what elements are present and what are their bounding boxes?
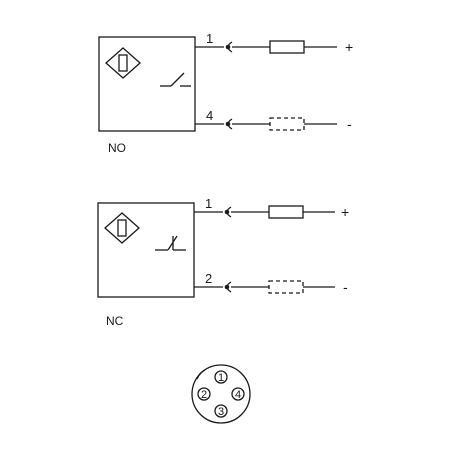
- connector-pin-2: 2: [197, 387, 211, 401]
- pin-number: 2: [201, 389, 207, 401]
- inductive-sensor-icon: [105, 47, 141, 79]
- load-resistor-nc: [268, 205, 304, 219]
- normally-open-switch-icon: [160, 72, 191, 87]
- connector-pin-4: 4: [231, 387, 245, 401]
- no-diagram: 1 + 4 - NO: [98, 31, 353, 155]
- connector-pin-3: 3: [214, 404, 228, 418]
- diagram-label-nc: NC: [106, 314, 124, 328]
- coding-key-notch: [196, 369, 206, 380]
- connector-pinout: 1 2 3 4: [191, 364, 251, 424]
- connector-pin-icon: [225, 121, 231, 127]
- pin-label-top: 1: [205, 196, 212, 211]
- connector-pin-icon: [225, 44, 231, 50]
- pin-number: 3: [218, 406, 224, 418]
- pin-number: 1: [218, 372, 224, 384]
- pin-label-bottom: 2: [205, 271, 212, 286]
- normally-closed-switch-icon: [155, 235, 186, 251]
- positive-sign: +: [345, 39, 353, 55]
- sensor-body-no: [98, 36, 196, 132]
- negative-sign: -: [347, 116, 352, 132]
- optional-load-nc: [268, 280, 304, 294]
- load-resistor-no: [269, 40, 305, 54]
- diagram-label-no: NO: [108, 141, 126, 155]
- connector-pin-1: 1: [214, 370, 228, 384]
- inductive-sensor-icon: [104, 212, 140, 244]
- positive-sign: +: [341, 204, 349, 220]
- connector-pin-icon: [224, 284, 230, 290]
- connector-pin-icon: [224, 209, 230, 215]
- negative-sign: -: [343, 279, 348, 295]
- connector-face: [191, 364, 251, 424]
- pin-label-bottom: 4: [206, 108, 213, 123]
- nc-diagram: 1 + 2 - NC: [97, 196, 349, 328]
- optional-load-no: [269, 117, 305, 131]
- pin-number: 4: [235, 389, 241, 401]
- pin-label-top: 1: [206, 31, 213, 46]
- sensor-body-nc: [97, 202, 195, 298]
